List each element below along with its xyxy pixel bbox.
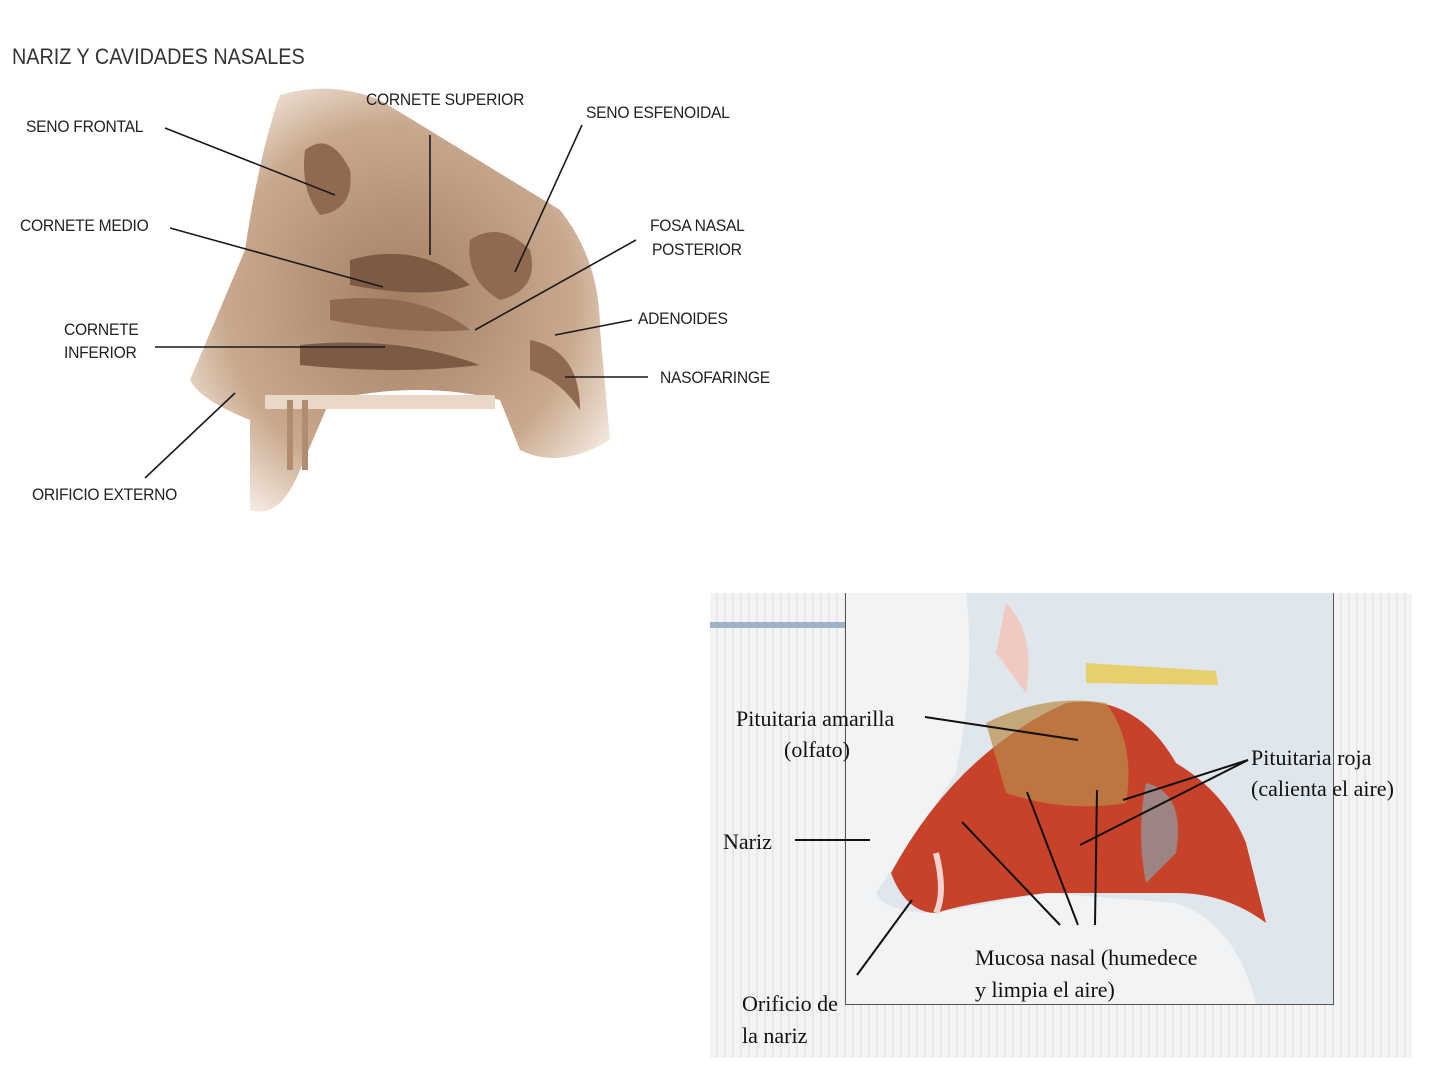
label-orificio-de: Orificio de bbox=[742, 991, 838, 1016]
label-calienta-el-aire: (calienta el aire) bbox=[1251, 776, 1394, 801]
label-nasofaringe: NASOFARINGE bbox=[660, 368, 770, 387]
label-orificio-externo: ORIFICIO EXTERNO bbox=[32, 485, 178, 504]
label-cornete-inferior-2: INFERIOR bbox=[64, 343, 137, 362]
top-leader-lines bbox=[144, 124, 648, 479]
label-seno-esfenoidal: SENO ESFENOIDAL bbox=[586, 103, 730, 122]
label-olfato: (olfato) bbox=[784, 737, 850, 762]
label-nariz: Nariz bbox=[723, 829, 772, 854]
label-seno-frontal: SENO FRONTAL bbox=[26, 117, 144, 136]
page-title: NARIZ Y CAVIDADES NASALES bbox=[12, 44, 305, 69]
label-pituitaria-roja: Pituitaria roja bbox=[1251, 745, 1372, 770]
label-cornete-superior: CORNETE SUPERIOR bbox=[366, 90, 525, 109]
nasal-mucosa-illustration bbox=[845, 593, 1334, 1005]
label-mucosa-nasal: Mucosa nasal (humedece bbox=[975, 945, 1198, 970]
label-fosa-nasal-posterior: POSTERIOR bbox=[652, 240, 742, 259]
label-cornete-inferior: CORNETE bbox=[64, 320, 139, 339]
label-fosa-nasal: FOSA NASAL bbox=[650, 216, 745, 235]
label-pituitaria-amarilla: Pituitaria amarilla bbox=[736, 706, 895, 731]
label-adenoides: ADENOIDES bbox=[638, 309, 728, 328]
nasal-cavity-illustration bbox=[144, 88, 648, 512]
decorative-bar bbox=[710, 622, 845, 628]
label-la-nariz: la nariz bbox=[742, 1023, 808, 1048]
label-cornete-medio: CORNETE MEDIO bbox=[20, 216, 149, 235]
label-limpia-el-aire: y limpia el aire) bbox=[975, 977, 1115, 1002]
